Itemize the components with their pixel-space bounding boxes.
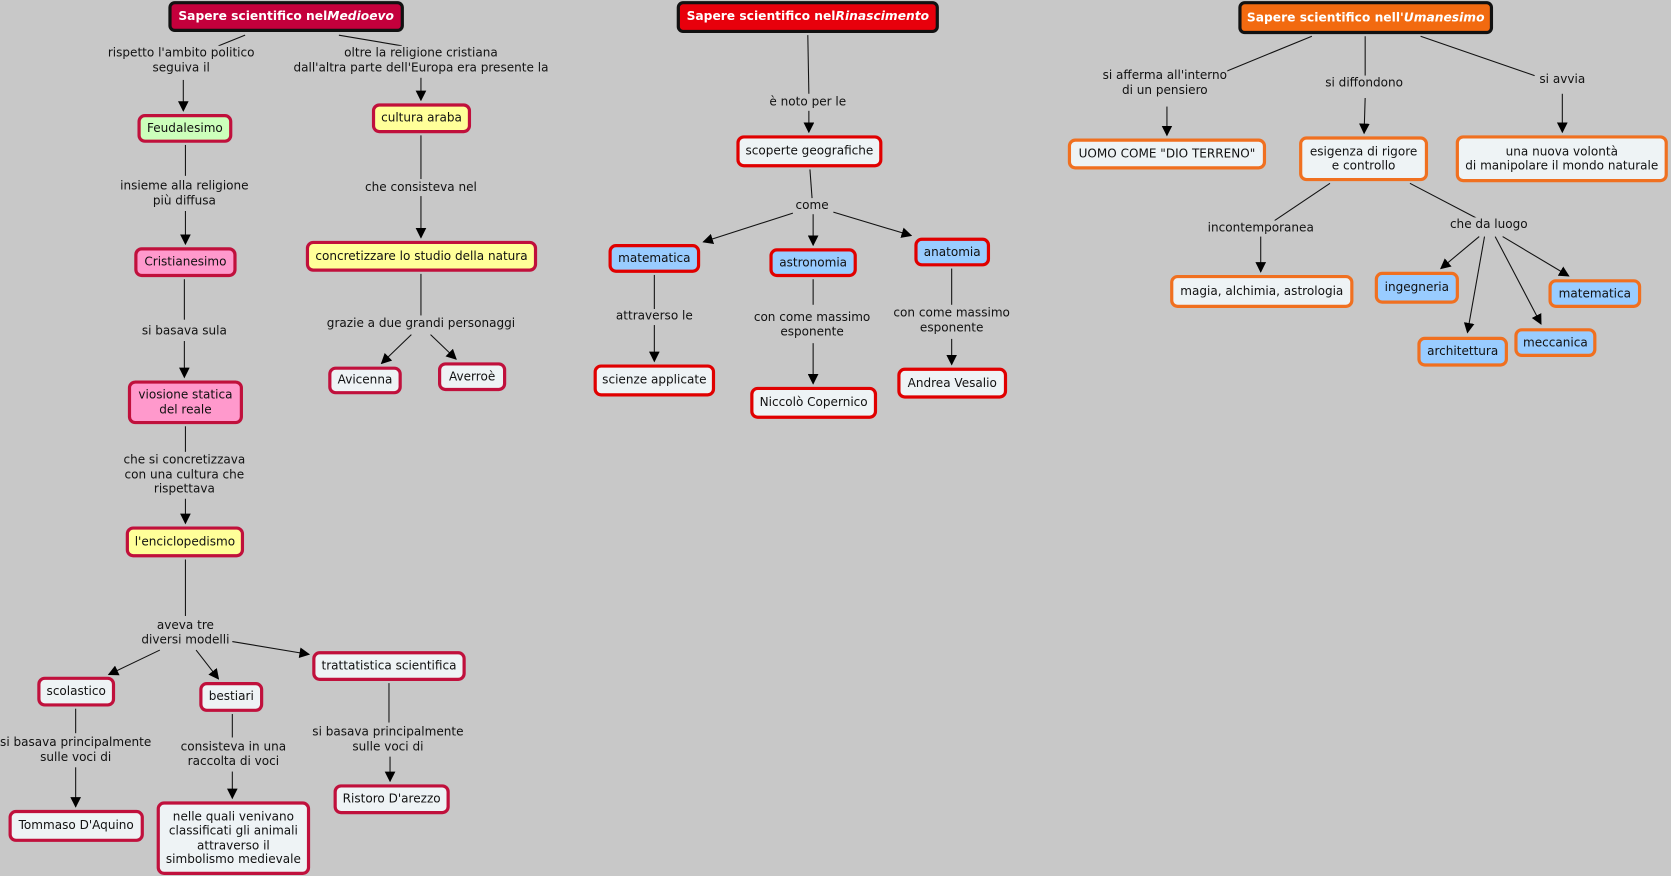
node-esigenza[interactable]: esigenza di rigore e controllo — [1299, 136, 1429, 182]
node-scolastico[interactable]: scolastico — [37, 676, 116, 707]
node-nuova-volonta[interactable]: una nuova volontà di manipolare il mondo… — [1455, 135, 1668, 183]
header-rinascimento-em: Rinascimento — [835, 8, 930, 24]
node-vesalio[interactable]: Andrea Vesalio — [897, 367, 1008, 399]
node-architettura[interactable]: architettura — [1417, 336, 1508, 367]
node-copernico[interactable]: Niccolò Copernico — [750, 386, 878, 419]
node-feudalesimo[interactable]: Feudalesimo — [137, 114, 233, 143]
link-label: si afferma all'interno di un pensiero — [1102, 68, 1228, 97]
link-label: aveva tre diversi modelli — [141, 618, 230, 647]
node-anatomia[interactable]: anatomia — [914, 237, 991, 267]
header-rinascimento[interactable]: Sapere scientifico nel Rinascimento — [676, 1, 939, 34]
node-bestiari[interactable]: bestiari — [199, 682, 264, 712]
node-avicenna[interactable]: Avicenna — [328, 366, 402, 395]
node-magia[interactable]: magia, alchimia, astrologia — [1170, 274, 1354, 308]
node-averroe[interactable]: Averroè — [438, 362, 507, 392]
node-trattatistica[interactable]: trattatistica scientifica — [312, 651, 466, 681]
link-label: attraverso le — [615, 309, 693, 324]
header-medioevo-em: Medioevo — [327, 8, 394, 24]
header-rinascimento-text: Sapere scientifico nel — [686, 8, 836, 24]
node-concretizzare[interactable]: concretizzare lo studio della natura — [305, 240, 538, 272]
node-matematica-rin[interactable]: matematica — [608, 244, 701, 273]
node-ristoro[interactable]: Ristoro D'arezzo — [333, 784, 450, 815]
node-enciclopedismo[interactable]: l'enciclopedismo — [125, 526, 245, 558]
link-label: insieme alla religione più diffusa — [120, 179, 249, 208]
header-medioevo-text: Sapere scientifico nel — [178, 8, 328, 24]
link-label: che da luogo — [1449, 217, 1528, 232]
link-label: si avvia — [1539, 72, 1586, 87]
link-label: si basava principalmente sulle voci di — [0, 735, 152, 765]
link-label: grazie a due grandi personaggi — [326, 316, 516, 331]
node-astronomia[interactable]: astronomia — [769, 248, 857, 278]
node-tommaso[interactable]: Tommaso D'Aquino — [8, 809, 144, 842]
link-label: consisteva in una raccolta di voci — [180, 739, 287, 769]
link-label: incontemporanea — [1207, 220, 1314, 235]
link-label: si basava sula — [141, 323, 227, 339]
link-label: è noto per le — [769, 94, 847, 110]
header-umanesimo-em: Umanesimo — [1403, 9, 1485, 25]
node-cultura-araba[interactable]: cultura araba — [371, 103, 472, 134]
link-label: si diffondono — [1325, 75, 1403, 91]
node-nelle-quali[interactable]: nelle quali venivano classificati gli an… — [156, 801, 311, 875]
link-label: con come massimo esponente — [893, 305, 1010, 335]
node-cristianesimo[interactable]: Cristianesimo — [134, 247, 237, 278]
node-matematica-uma[interactable]: matematica — [1548, 279, 1642, 308]
link-label: con come massimo esponente — [753, 310, 871, 339]
node-scoperte[interactable]: scoperte geografiche — [736, 135, 883, 168]
node-visione-statica[interactable]: viosione statica del reale — [127, 380, 243, 425]
header-umanesimo[interactable]: Sapere scientifico nell'Umanesimo — [1238, 1, 1494, 35]
header-medioevo[interactable]: Sapere scientifico nel Medioevo — [168, 1, 404, 32]
link-label: come — [795, 198, 829, 213]
link-label: si basava principalmente sulle voci di — [312, 724, 464, 754]
node-meccanica[interactable]: meccanica — [1514, 328, 1597, 358]
link-label: oltre la religione cristiana dall'altra … — [293, 45, 549, 75]
link-label: che si concretizzava con una cultura che… — [123, 452, 246, 497]
header-umanesimo-text: Sapere scientifico nell' — [1246, 9, 1404, 25]
link-label: rispetto l'ambito politico seguiva il — [107, 45, 255, 75]
node-ingegneria[interactable]: ingegneria — [1374, 271, 1459, 304]
link-label: che consisteva nel — [365, 180, 477, 195]
node-scienze-applicate[interactable]: scienze applicate — [593, 364, 716, 397]
node-uomo-dio-terreno[interactable]: UOMO COME "DIO TERRENO" — [1067, 138, 1267, 170]
